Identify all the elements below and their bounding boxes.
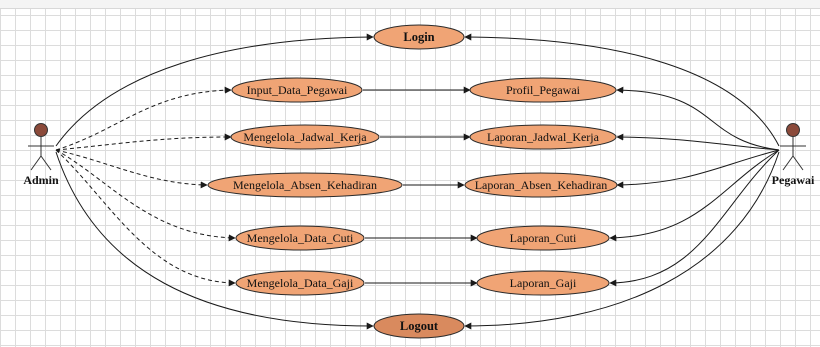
actor-pegawai-head	[786, 123, 800, 137]
use-case-profil-pegawai-label: Profil_Pegawai	[506, 83, 581, 97]
connector-admin-data-gaji	[55, 149, 236, 287]
ruler	[0, 0, 820, 9]
connector-pegawai-logout	[464, 151, 780, 330]
use-case-laporan-jadwal-kerja[interactable]: Laporan_Jadwal_Kerja	[469, 124, 617, 150]
connector-admin-login	[55, 33, 374, 147]
use-case-login-label: Login	[403, 30, 434, 44]
connector-pegawai-login	[464, 33, 780, 147]
connector-admin-absen-kehadiran	[55, 149, 208, 189]
actor-pegawai-label: Pegawai	[772, 173, 815, 187]
connector-pegawai-laporan-absen	[616, 149, 780, 189]
actor-admin[interactable]: Admin	[23, 123, 59, 188]
connector-pegawai-laporan-jadwal	[616, 133, 780, 151]
use-case-laporan-cuti[interactable]: Laporan_Cuti	[476, 225, 610, 251]
use-case-mengelola-absen-kehadiran[interactable]: Mengelola_Absen_Kehadiran	[207, 172, 403, 198]
use-case-laporan-gaji-label: Laporan_Gaji	[510, 276, 577, 290]
connector-admin-logout	[55, 151, 374, 330]
use-case-mengelola-data-gaji-label: Mengelola_Data_Gaji	[247, 276, 354, 290]
use-case-mengelola-jadwal-kerja-label: Mengelola_Jadwal_Kerja	[243, 130, 367, 144]
actor-admin-leg-right	[40, 155, 52, 171]
actor-pegawai-leg-left	[782, 155, 794, 171]
actor-admin-head	[34, 123, 48, 137]
use-case-laporan-jadwal-kerja-label: Laporan_Jadwal_Kerja	[487, 130, 600, 144]
connector-admin-input-data-pegawai	[55, 86, 232, 151]
use-case-mengelola-data-cuti[interactable]: Mengelola_Data_Cuti	[235, 225, 365, 251]
use-case-input-data-pegawai-label: Input_Data_Pegawai	[247, 83, 348, 97]
use-case-mengelola-absen-kehadiran-label: Mengelola_Absen_Kehadiran	[233, 178, 377, 192]
connector-admin-jadwal-kerja	[55, 133, 232, 151]
use-case-laporan-absen-kehadiran[interactable]: Laporan_Absen_Kehadiran	[464, 172, 618, 198]
use-case-laporan-absen-kehadiran-label: Laporan_Absen_Kehadiran	[475, 178, 608, 192]
use-case-login[interactable]: Login	[373, 24, 465, 50]
use-case-mengelola-data-gaji[interactable]: Mengelola_Data_Gaji	[235, 270, 365, 296]
actor-admin-label: Admin	[23, 173, 59, 187]
use-case-profil-pegawai[interactable]: Profil_Pegawai	[469, 77, 617, 103]
connector-pegawai-profil	[616, 86, 780, 151]
use-case-laporan-gaji[interactable]: Laporan_Gaji	[476, 270, 610, 296]
use-case-input-data-pegawai[interactable]: Input_Data_Pegawai	[231, 77, 363, 103]
connector-admin-data-cuti	[55, 149, 236, 242]
connector-pegawai-laporan-gaji	[609, 149, 780, 287]
use-case-logout[interactable]: Logout	[373, 313, 465, 339]
use-case-logout-label: Logout	[400, 319, 439, 333]
connector-pegawai-laporan-cuti	[609, 149, 780, 242]
actor-pegawai-leg-right	[792, 155, 804, 171]
use-case-laporan-cuti-label: Laporan_Cuti	[510, 231, 577, 245]
use-case-mengelola-jadwal-kerja[interactable]: Mengelola_Jadwal_Kerja	[230, 124, 380, 150]
actor-pegawai[interactable]: Pegawai	[772, 123, 815, 188]
use-case-mengelola-data-cuti-label: Mengelola_Data_Cuti	[247, 231, 354, 245]
actor-admin-leg-left	[30, 155, 42, 171]
